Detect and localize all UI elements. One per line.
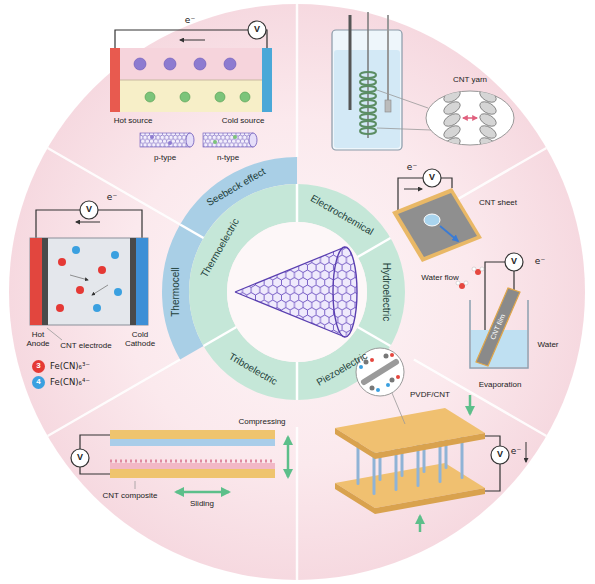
- part-label: CNT electrode: [60, 342, 111, 351]
- legend-text: Fe(CN)₆⁴⁻: [50, 377, 90, 387]
- electron-symbol: e⁻: [185, 16, 195, 26]
- ion-number: 4: [36, 378, 40, 387]
- band-text: Hydroelectric: [381, 263, 392, 321]
- part-label: CNT sheet: [479, 199, 517, 208]
- part-label: Sliding: [190, 500, 214, 509]
- electron-symbol: e⁻: [407, 163, 417, 173]
- voltmeter-symbol: V: [497, 450, 503, 460]
- electron-symbol: e⁻: [107, 193, 117, 203]
- voltmeter-symbol: V: [429, 173, 435, 183]
- legend-text: Fe(CN)₆³⁻: [50, 361, 90, 371]
- part-label: PVDF/CNT: [410, 391, 450, 400]
- part-label: Water: [537, 341, 558, 350]
- ring-band-label: Thermocell: [170, 265, 182, 318]
- part-label: Evaporation: [479, 381, 522, 390]
- ring-band-label: Hydroelectric: [380, 261, 392, 323]
- part-label: Hot source: [114, 117, 153, 126]
- part-label: CNT composite: [103, 492, 158, 501]
- part-label: Cold source: [222, 117, 265, 126]
- part-label: Compressing: [238, 418, 285, 427]
- voltmeter-symbol: V: [77, 453, 83, 463]
- part-label: n-type: [217, 154, 239, 163]
- part-label: Cold Cathode: [122, 331, 158, 349]
- part-label: Water flow: [421, 274, 459, 283]
- electron-symbol: e⁻: [535, 257, 545, 267]
- voltmeter-symbol: V: [86, 205, 92, 215]
- part-label: p-type: [154, 154, 176, 163]
- voltmeter-symbol: V: [511, 257, 517, 267]
- part-label: Hot Anode: [21, 331, 55, 349]
- electron-symbol: e⁻: [511, 447, 521, 457]
- voltmeter-symbol: V: [254, 25, 260, 35]
- band-text: Thermocell: [170, 267, 181, 316]
- part-label: CNT yarn: [453, 76, 487, 85]
- ion-number: 3: [36, 362, 40, 371]
